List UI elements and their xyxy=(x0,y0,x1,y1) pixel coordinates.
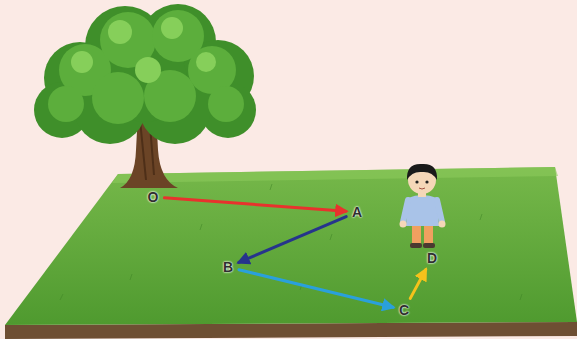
boy-arm xyxy=(437,200,442,222)
boy-arm xyxy=(403,200,408,222)
boy-eye xyxy=(425,180,428,183)
displacement-arrow xyxy=(239,217,346,263)
boy-leg xyxy=(424,224,433,244)
displacement-arrow xyxy=(239,270,393,308)
boy-leg xyxy=(412,224,421,244)
boy-eye xyxy=(415,180,418,183)
point-letter: B xyxy=(223,259,233,275)
point-letter: C xyxy=(399,302,409,318)
crown-highlight xyxy=(71,17,216,83)
point-letter: A xyxy=(352,204,362,220)
boy-hand xyxy=(400,221,407,228)
boy-shoe xyxy=(423,243,435,248)
grass-field xyxy=(5,167,577,339)
point-label: D xyxy=(424,249,440,267)
point-label: O xyxy=(145,188,162,206)
point-letter: D xyxy=(427,250,437,266)
displacement-arrow xyxy=(410,270,425,299)
grass-rim xyxy=(112,167,558,183)
tree xyxy=(34,4,256,188)
crown-front xyxy=(48,10,244,124)
point-label: A xyxy=(349,203,365,221)
boy-shoe xyxy=(410,243,422,248)
point-letter: O xyxy=(148,189,159,205)
crown-back xyxy=(34,4,256,144)
boy xyxy=(400,164,446,248)
boy-hair xyxy=(407,164,437,180)
boy-mouth xyxy=(419,188,425,189)
displacement-arrow xyxy=(164,198,346,211)
point-label: C xyxy=(396,301,412,319)
grass xyxy=(5,167,577,325)
point-label: B xyxy=(220,258,236,276)
boy-hand xyxy=(439,221,446,228)
